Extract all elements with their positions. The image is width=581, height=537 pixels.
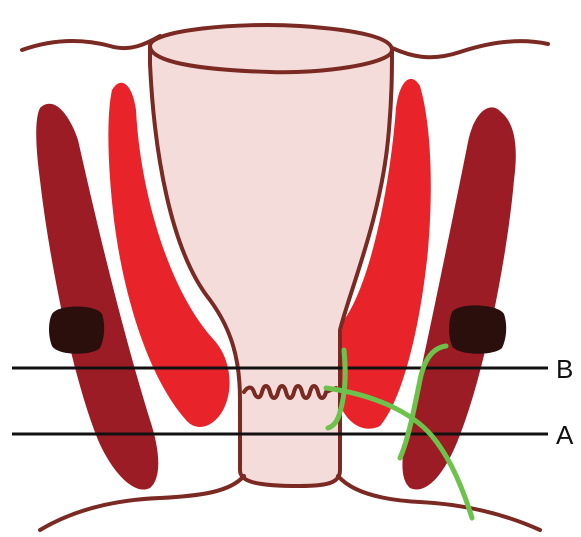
left-deep-band xyxy=(49,307,104,354)
line-b-label: B xyxy=(556,354,573,384)
line-a-label: A xyxy=(556,420,574,450)
right-deep-band xyxy=(449,305,506,353)
canal-top-rim xyxy=(150,25,392,72)
